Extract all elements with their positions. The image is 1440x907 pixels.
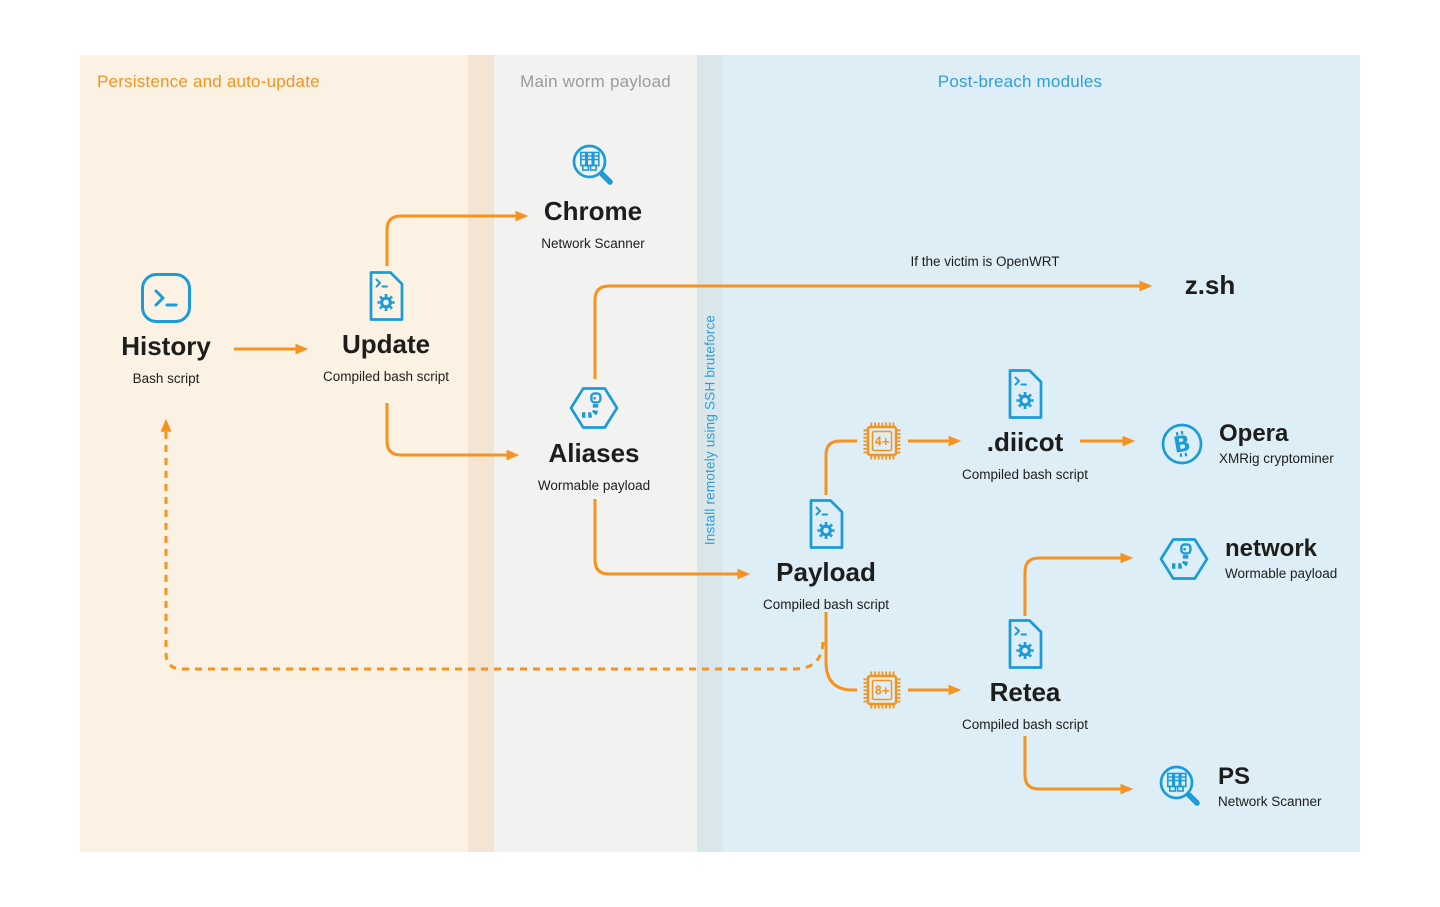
edge-retea-network <box>1023 552 1134 616</box>
node-label: Aliases <box>548 438 640 468</box>
svg-text:B: B <box>1172 431 1193 459</box>
node-sublabel: Compiled bash script <box>762 597 890 612</box>
compiled-bash-script-icon <box>803 497 849 551</box>
svg-text:8+: 8+ <box>874 683 890 698</box>
node-label: PS <box>1218 763 1251 790</box>
node-sublabel: Compiled bash script <box>961 717 1089 732</box>
column-header-persistence: Persistence and auto-update <box>97 72 320 91</box>
worm-icon <box>1157 535 1211 583</box>
network-scanner-icon <box>1156 763 1204 811</box>
node-sublabel: Compiled bash script <box>322 369 450 384</box>
node-label: Chrome <box>543 196 643 226</box>
node-label: network <box>1225 535 1318 562</box>
node-label: Update <box>341 329 431 359</box>
edge-condition-label: If the victim is OpenWRT <box>910 254 1060 269</box>
node-cpu8: 8+ <box>859 667 905 713</box>
node-label: z.sh <box>1184 270 1236 300</box>
compiled-bash-script-icon <box>1002 367 1048 421</box>
edge-retea-ps <box>1023 736 1134 795</box>
node-cpu4: 4+ <box>859 418 905 464</box>
node-sublabel: Wormable payload <box>537 478 651 493</box>
bitcoin-icon: B <box>1159 421 1205 467</box>
edge-payload-cpu8 <box>824 612 857 692</box>
node-label: Payload <box>776 557 876 587</box>
edge-update-aliases <box>385 403 520 461</box>
node-sublabel: Wormable payload <box>1225 566 1338 581</box>
column-ssh-strip <box>697 55 723 852</box>
node-label: Retea <box>989 677 1061 707</box>
node-ps: PS Network Scanner <box>1156 763 1322 811</box>
compiled-bash-script-icon <box>1002 617 1048 671</box>
node-text: PS Network Scanner <box>1218 764 1322 810</box>
node-sublabel: Network Scanner <box>1218 794 1322 809</box>
column-header-main-worm: Main worm payload <box>520 72 671 91</box>
edge-aliases-payload <box>593 499 751 580</box>
terminal-icon <box>139 271 193 325</box>
node-zsh: z.sh <box>1150 264 1270 300</box>
edge-payload-history <box>160 418 825 671</box>
edge-aliases-zsh <box>593 280 1153 379</box>
column-post-breach <box>723 55 1360 852</box>
network-scanner-icon <box>569 142 617 190</box>
node-sublabel: XMRig cryptominer <box>1219 451 1334 466</box>
edge-payload-cpu4 <box>824 439 857 495</box>
column-main-worm <box>494 55 697 852</box>
edge-update-chrome <box>385 210 529 266</box>
compiled-bash-script-icon <box>363 269 409 323</box>
cpu-chip-icon: 8+ <box>859 667 905 713</box>
cpu-chip-icon: 4+ <box>859 418 905 464</box>
node-label: .diicot <box>986 427 1064 457</box>
node-label: History <box>121 331 211 361</box>
node-label: Opera <box>1219 420 1289 447</box>
node-sublabel: Network Scanner <box>541 236 645 251</box>
node-sublabel: Bash script <box>132 371 200 386</box>
column-header-post-breach: Post-breach modules <box>937 72 1103 91</box>
svg-text:4+: 4+ <box>874 434 890 449</box>
worm-icon <box>567 384 621 432</box>
node-sublabel: Compiled bash script <box>961 467 1089 482</box>
